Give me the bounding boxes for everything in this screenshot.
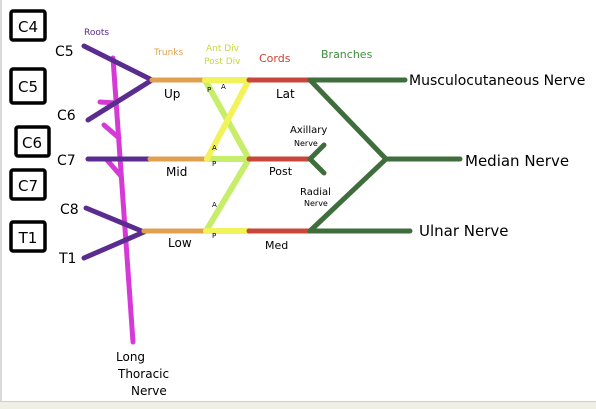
medial-root-of-median (307, 156, 389, 234)
page-left-rule (0, 0, 2, 402)
level-box-t1-label: T1 (18, 229, 38, 247)
long-thoracic-root-c6 (101, 122, 122, 141)
cord-label-lateral: Lat (276, 87, 295, 101)
divisions-header-anterior: Ant Div (206, 44, 240, 54)
nerve-label-long-thoracic-line1: Long (116, 350, 145, 364)
cord-label-posterior: Post (269, 165, 293, 178)
long-thoracic-root-c7 (104, 157, 124, 179)
divisions-header-posterior: Post Div (204, 57, 241, 67)
cords-group (246, 77, 313, 234)
root-c8 (83, 205, 147, 235)
trunk-label-upper: Up (164, 87, 180, 101)
level-box-c6-label: C6 (22, 134, 42, 152)
nerve-label-long-thoracic-line3: Nerve (131, 384, 167, 398)
roots-group (81, 43, 155, 261)
branches-header: Branches (321, 48, 373, 61)
root-t1 (81, 229, 147, 261)
radial-branch (307, 156, 327, 176)
division-letter-upper-p: P (207, 86, 211, 94)
division-letter-lower-a: A (212, 201, 217, 209)
level-box-c5-label: C5 (18, 78, 38, 96)
lateral-root-of-median (307, 77, 389, 162)
roots-header: Roots (84, 28, 109, 38)
level-box-c5: C5 (9, 67, 47, 105)
level-box-c4-label: C4 (18, 18, 38, 36)
trunks-header: Trunks (153, 48, 183, 58)
nerve-label-axillary-line2: Nerve (294, 139, 318, 148)
cords-header: Cords (259, 52, 291, 65)
root-c6 (85, 77, 155, 123)
nerve-label-radial-line1: Radial (300, 187, 331, 198)
root-label-c7: C7 (57, 153, 76, 169)
division-letter-middle-a: A (212, 144, 217, 152)
axillary-branch (307, 142, 327, 162)
nerve-label-musculocutaneous: Musculocutaneous Nerve (409, 73, 585, 89)
root-label-c6: C6 (57, 108, 76, 124)
level-box-c7-label: C7 (18, 177, 38, 195)
trunks-group (141, 77, 210, 234)
division-letter-lower-p: P (212, 232, 216, 240)
posterior-division-lower (203, 156, 252, 234)
anterior-division-middle (204, 77, 252, 162)
level-box-t1: T1 (9, 220, 47, 253)
cord-label-medial: Med (265, 239, 288, 252)
nerve-label-median: Median Nerve (465, 152, 569, 170)
root-label-c5: C5 (55, 44, 74, 60)
level-box-c4: C4 (9, 9, 47, 42)
page-bottom-bar (0, 401, 596, 409)
division-letter-middle-p: P (212, 160, 216, 168)
anterior-divisions-group (202, 77, 252, 234)
division-letter-upper-a: A (221, 83, 226, 91)
branches-group (307, 77, 463, 234)
trunk-label-lower: Low (168, 236, 192, 250)
nerve-label-ulnar: Ulnar Nerve (419, 222, 509, 240)
nerve-label-radial-line2: Nerve (304, 199, 328, 208)
root-label-c8: C8 (60, 202, 79, 218)
root-c5 (81, 43, 155, 83)
nerve-label-axillary-line1: Axillary (290, 125, 327, 136)
level-box-c7: C7 (9, 168, 47, 201)
trunk-label-middle: Mid (166, 165, 187, 179)
root-label-t1: T1 (58, 251, 76, 267)
nerve-label-long-thoracic-line2: Thoracic (117, 367, 169, 381)
level-box-c6: C6 (14, 125, 51, 158)
plexus-drawing: C4 C5 C6 C7 T1 Roots Trunks Ant Div Post… (9, 9, 585, 398)
